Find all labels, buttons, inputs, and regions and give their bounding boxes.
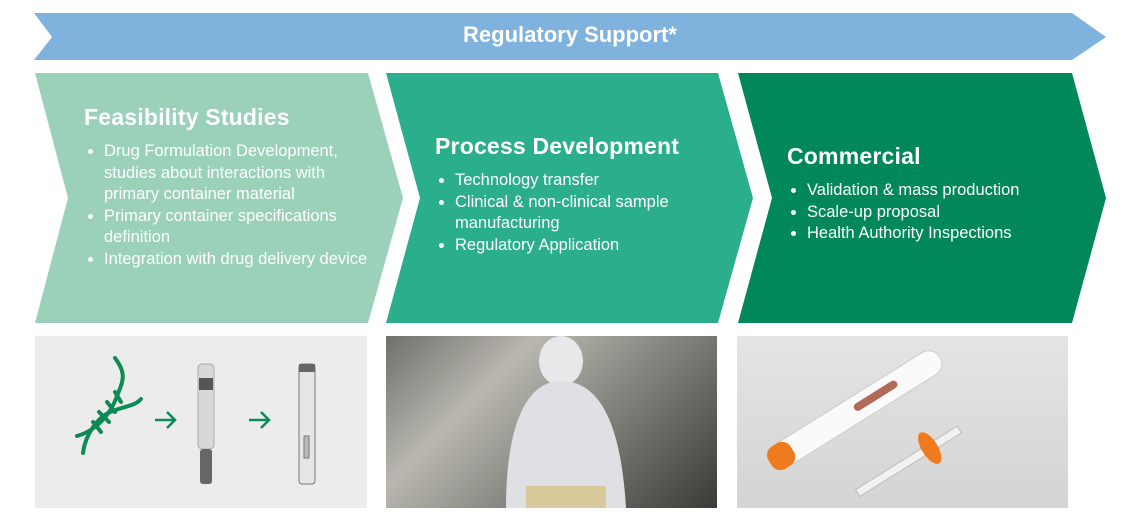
bullet: Clinical & non-clinical sample manufactu… xyxy=(455,192,710,235)
bullet: Technology transfer xyxy=(455,170,710,192)
bullet: Primary container specifications definit… xyxy=(104,206,369,249)
process-chevron xyxy=(386,73,753,323)
autoinjector-syringe-photo xyxy=(737,336,1068,508)
stage-title: Process Development xyxy=(435,133,680,159)
feasibility-illustration xyxy=(35,336,367,508)
regulatory-support-banner xyxy=(34,13,1106,60)
stage-title: Commercial xyxy=(787,143,921,169)
bullet: Scale-up proposal xyxy=(807,202,1067,224)
bullet: Drug Formulation Development, studies ab… xyxy=(104,141,369,206)
feasibility-chevron xyxy=(35,73,403,323)
stage-feasibility: Feasibility Studies Drug Formulation Dev… xyxy=(84,104,369,270)
pen-injector-icon xyxy=(298,363,316,485)
stage-title: Feasibility Studies xyxy=(84,104,290,130)
stage-process-development: Process Development Technology transfer … xyxy=(435,133,710,256)
dna-icon xyxy=(75,356,143,455)
bullet: Regulatory Application xyxy=(455,235,710,257)
stage-commercial: Commercial Validation & mass production … xyxy=(787,143,1067,245)
arrow-right-icon xyxy=(249,411,271,429)
bullet: Health Authority Inspections xyxy=(807,223,1067,245)
bullet: Validation & mass production xyxy=(807,180,1067,202)
cartridge-icon xyxy=(197,363,215,484)
commercial-chevron xyxy=(738,73,1106,323)
banner-title: Regulatory Support* xyxy=(463,22,677,47)
cleanroom-photo xyxy=(386,336,717,508)
bullet: Integration with drug delivery device xyxy=(104,249,369,271)
arrow-right-icon xyxy=(155,411,177,429)
